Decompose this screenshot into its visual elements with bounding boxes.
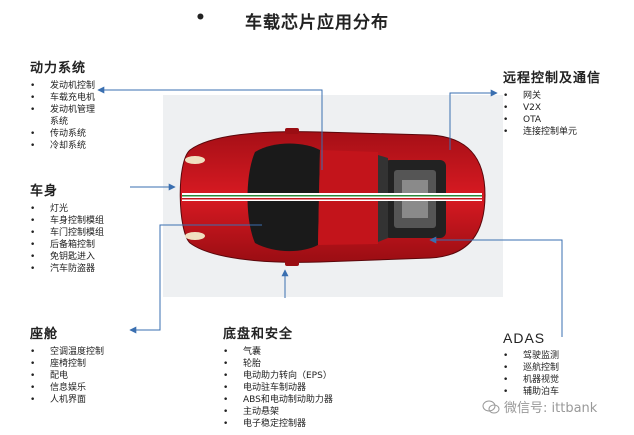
group-heading: ADAS bbox=[503, 330, 546, 346]
list-item: 人机界面 bbox=[30, 394, 104, 406]
list-item: 灯光 bbox=[30, 203, 104, 215]
racing-stripe-green bbox=[182, 195, 482, 197]
list-item: V2X bbox=[503, 102, 601, 114]
wechat-icon bbox=[482, 400, 500, 413]
list-item: 发动机控制 bbox=[30, 80, 95, 92]
item-list: 气囊 轮胎 电动助力转向（EPS） 电动驻车制动器 ABS和电动制动助力器 主动… bbox=[223, 346, 333, 430]
list-item: 驾驶监测 bbox=[503, 350, 559, 362]
mirror-bottom bbox=[285, 260, 299, 266]
group-chassis-safety: 底盘和安全 气囊 轮胎 电动助力转向（EPS） 电动驻车制动器 ABS和电动制动… bbox=[223, 323, 333, 430]
list-item: 发动机管理 bbox=[30, 104, 95, 116]
list-item: 冷却系统 bbox=[30, 140, 95, 152]
group-adas: ADAS 驾驶监测 巡航控制 机器视觉 辅助泊车 bbox=[503, 330, 559, 398]
watermark: 微信号: ittbank bbox=[482, 397, 597, 416]
list-item: 车门控制模组 bbox=[30, 227, 104, 239]
item-list: 灯光 车身控制模组 车门控制模组 后备箱控制 免钥匙进入 汽车防盗器 bbox=[30, 203, 104, 275]
group-remote-communication: 远程控制及通信 网关 V2X OTA 连接控制单元 bbox=[503, 67, 601, 138]
group-heading: 动力系统 bbox=[30, 61, 87, 76]
arrow-remote bbox=[449, 89, 498, 150]
list-item: 汽车防盗器 bbox=[30, 263, 104, 275]
group-heading: 座舱 bbox=[30, 327, 59, 342]
list-item: 轮胎 bbox=[223, 358, 333, 370]
list-item: 主动悬架 bbox=[223, 406, 333, 418]
group-cockpit: 座舱 空调温度控制 座椅控制 配电 信息娱乐 人机界面 bbox=[30, 323, 104, 406]
list-item: 配电 bbox=[30, 370, 104, 382]
list-item: 电动驻车制动器 bbox=[223, 382, 333, 394]
list-item: 巡航控制 bbox=[503, 362, 559, 374]
group-body: 车身 灯光 车身控制模组 车门控制模组 后备箱控制 免钥匙进入 汽车防盗器 bbox=[30, 180, 104, 275]
list-item: 车身控制模组 bbox=[30, 215, 104, 227]
group-heading: 远程控制及通信 bbox=[503, 71, 602, 86]
list-item: 电子稳定控制器 bbox=[223, 418, 333, 430]
item-list: 驾驶监测 巡航控制 机器视觉 辅助泊车 bbox=[503, 350, 559, 398]
title-bullet: • bbox=[195, 8, 207, 28]
list-item: 空调温度控制 bbox=[30, 346, 104, 358]
item-list: 发动机控制 车载充电机 发动机管理 系统 传动系统 冷却系统 bbox=[30, 80, 95, 152]
list-item: 座椅控制 bbox=[30, 358, 104, 370]
list-item: 机器视觉 bbox=[503, 374, 559, 386]
item-list: 空调温度控制 座椅控制 配电 信息娱乐 人机界面 bbox=[30, 346, 104, 406]
arrow-seat bbox=[129, 224, 262, 334]
list-item: ABS和电动制动助力器 bbox=[223, 394, 333, 406]
sports-car-illustration bbox=[179, 128, 486, 266]
connector-arrows bbox=[97, 86, 563, 337]
mirror-top bbox=[285, 128, 299, 134]
list-item: 辅助泊车 bbox=[503, 386, 559, 398]
list-item: 传动系统 bbox=[30, 128, 95, 140]
list-item: OTA bbox=[503, 114, 601, 126]
page-title: • 车载芯片应用分布 bbox=[0, 8, 634, 33]
list-item: 网关 bbox=[503, 90, 601, 102]
watermark-text: 微信号: ittbank bbox=[504, 401, 598, 416]
list-item: 车载充电机 bbox=[30, 92, 95, 104]
arrow-adas bbox=[429, 236, 563, 337]
racing-stripe bbox=[182, 193, 482, 201]
racing-stripe-red bbox=[182, 198, 482, 200]
item-list: 网关 V2X OTA 连接控制单元 bbox=[503, 90, 601, 138]
list-item: 气囊 bbox=[223, 346, 333, 358]
group-heading: 底盘和安全 bbox=[223, 327, 294, 342]
headlight-top bbox=[185, 156, 205, 164]
list-item: 连接控制单元 bbox=[503, 126, 601, 138]
arrow-power bbox=[97, 86, 323, 170]
group-powertrain: 动力系统 发动机控制 车载充电机 发动机管理 系统 传动系统 冷却系统 bbox=[30, 57, 95, 152]
title-text: 车载芯片应用分布 bbox=[245, 13, 389, 33]
list-item: 信息娱乐 bbox=[30, 382, 104, 394]
list-item: 后备箱控制 bbox=[30, 239, 104, 251]
list-item: 免钥匙进入 bbox=[30, 251, 104, 263]
list-item-continuation: 系统 bbox=[50, 117, 69, 127]
group-heading: 车身 bbox=[30, 184, 59, 199]
headlight-bottom bbox=[185, 232, 205, 240]
list-item: 电动助力转向（EPS） bbox=[223, 370, 333, 382]
